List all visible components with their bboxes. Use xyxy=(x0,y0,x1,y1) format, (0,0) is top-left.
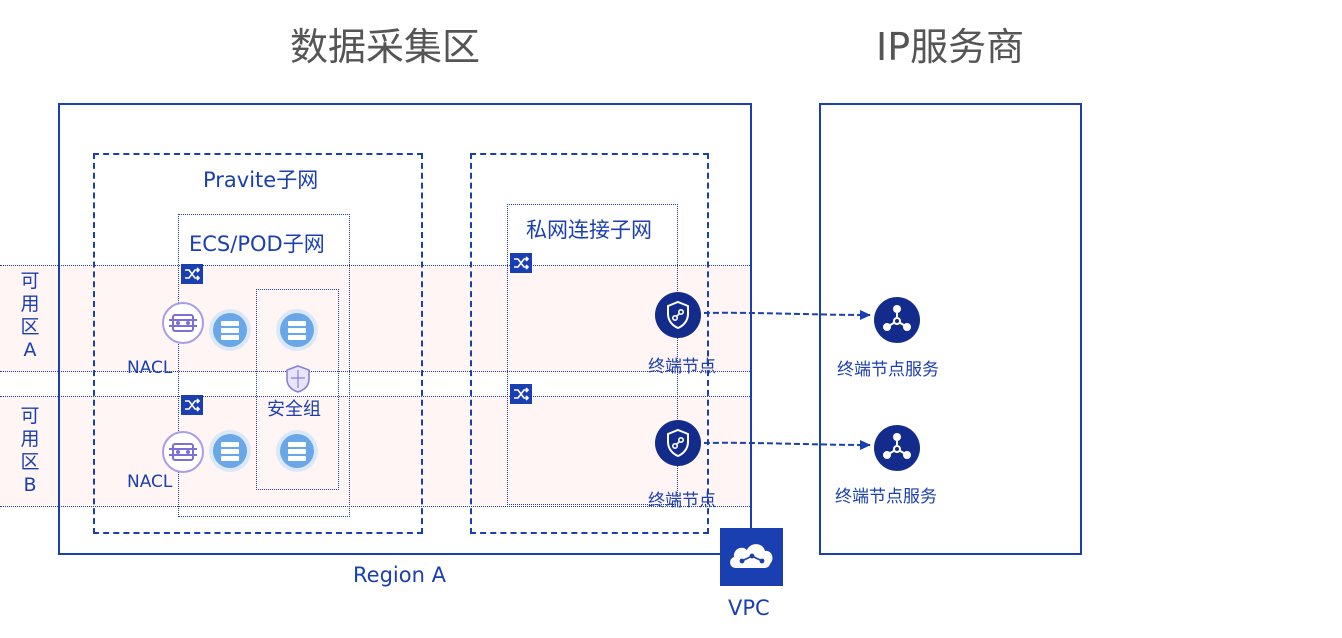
endpoint-service-label: 终端节点服务 xyxy=(837,360,939,380)
security-group-box xyxy=(256,289,339,490)
ecs-server-icon[interactable] xyxy=(275,429,319,473)
ecs-server-icon[interactable] xyxy=(208,429,252,473)
endpoint-shield-icon[interactable] xyxy=(654,419,702,467)
region-box xyxy=(58,103,752,555)
vswitch-icon[interactable] xyxy=(510,384,532,404)
nacl-icon[interactable] xyxy=(161,301,205,345)
zone-b-char: 区 xyxy=(20,451,40,473)
ecs-server-icon[interactable] xyxy=(208,308,252,352)
zone-band-a xyxy=(0,265,752,372)
endpoint-label: 终端节点 xyxy=(648,491,716,511)
zone-band-b xyxy=(0,396,752,507)
security-group-label: 安全组 xyxy=(267,399,321,420)
connection-arrow xyxy=(704,430,874,460)
nacl-label: NACL xyxy=(127,358,173,378)
provider-box xyxy=(819,103,1082,555)
vpc-label: VPC xyxy=(728,596,770,620)
title-data-collection: 数据采集区 xyxy=(290,25,481,69)
zone-a-char: A xyxy=(23,339,37,361)
shield-icon[interactable] xyxy=(284,364,312,394)
nacl-label: NACL xyxy=(127,472,173,492)
private-link-subnet-box xyxy=(470,153,709,534)
zone-a-char: 区 xyxy=(20,316,40,338)
vswitch-icon[interactable] xyxy=(510,253,532,273)
cloud-vpc-icon[interactable] xyxy=(720,528,783,586)
private-link-subnet-label: 私网连接子网 xyxy=(526,218,652,242)
connection-arrow xyxy=(704,300,874,330)
nacl-icon[interactable] xyxy=(161,430,205,474)
zone-b-char: 可 xyxy=(20,405,40,427)
zone-a-char: 用 xyxy=(20,293,40,315)
vswitch-icon[interactable] xyxy=(181,395,203,415)
private-subnet-box xyxy=(93,153,423,534)
title-ip-provider: IP服务商 xyxy=(876,25,1025,69)
ecs-server-icon[interactable] xyxy=(275,308,319,352)
endpoint-service-icon[interactable] xyxy=(872,424,922,472)
zone-b-char: B xyxy=(23,474,37,496)
zone-a-char: 可 xyxy=(20,270,40,292)
vswitch-icon[interactable] xyxy=(181,264,203,284)
ecs-pod-subnet-label: ECS/POD子网 xyxy=(189,232,325,256)
endpoint-label: 终端节点 xyxy=(648,357,716,377)
region-label: Region A xyxy=(353,563,446,587)
endpoint-service-icon[interactable] xyxy=(872,296,922,344)
endpoint-shield-icon[interactable] xyxy=(654,291,702,339)
endpoint-service-label: 终端节点服务 xyxy=(835,487,937,507)
ecs-pod-subnet-box xyxy=(178,214,350,517)
zone-a-label: 可 用 区 A xyxy=(20,270,40,362)
private-link-inner-box xyxy=(507,204,678,505)
zone-b-label: 可 用 区 B xyxy=(20,405,40,497)
zone-b-char: 用 xyxy=(20,428,40,450)
private-subnet-label: Pravite子网 xyxy=(203,168,319,192)
